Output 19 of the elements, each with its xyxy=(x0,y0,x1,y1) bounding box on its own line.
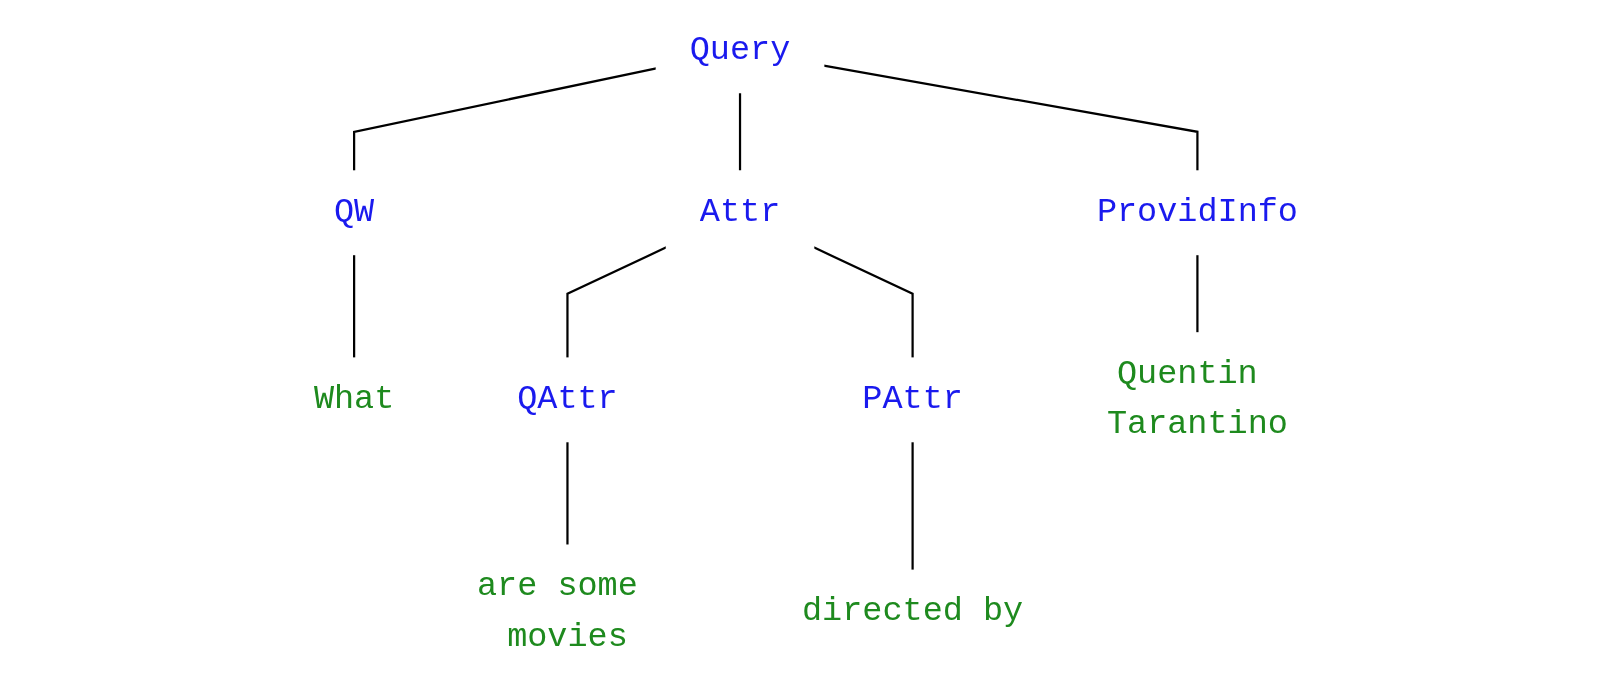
node-text: ProvidInfo xyxy=(1096,193,1298,232)
node-text: Attr xyxy=(699,193,781,232)
connector xyxy=(813,246,914,358)
connector xyxy=(1196,254,1199,333)
connector xyxy=(911,441,914,571)
connector xyxy=(823,64,1199,171)
node-text: What xyxy=(313,380,395,419)
node-text: Quentin Tarantino xyxy=(1106,355,1288,444)
node-text: are some movies xyxy=(476,567,638,656)
connector xyxy=(566,441,569,546)
node-text: Query xyxy=(689,31,791,70)
connector xyxy=(353,254,356,358)
connector xyxy=(566,246,667,358)
node-text: directed by xyxy=(802,592,1024,631)
node-text: PAttr xyxy=(862,380,963,419)
connector xyxy=(738,92,742,171)
node-text: QW xyxy=(334,193,375,232)
connector xyxy=(353,67,657,171)
node-text: QAttr xyxy=(517,380,618,419)
